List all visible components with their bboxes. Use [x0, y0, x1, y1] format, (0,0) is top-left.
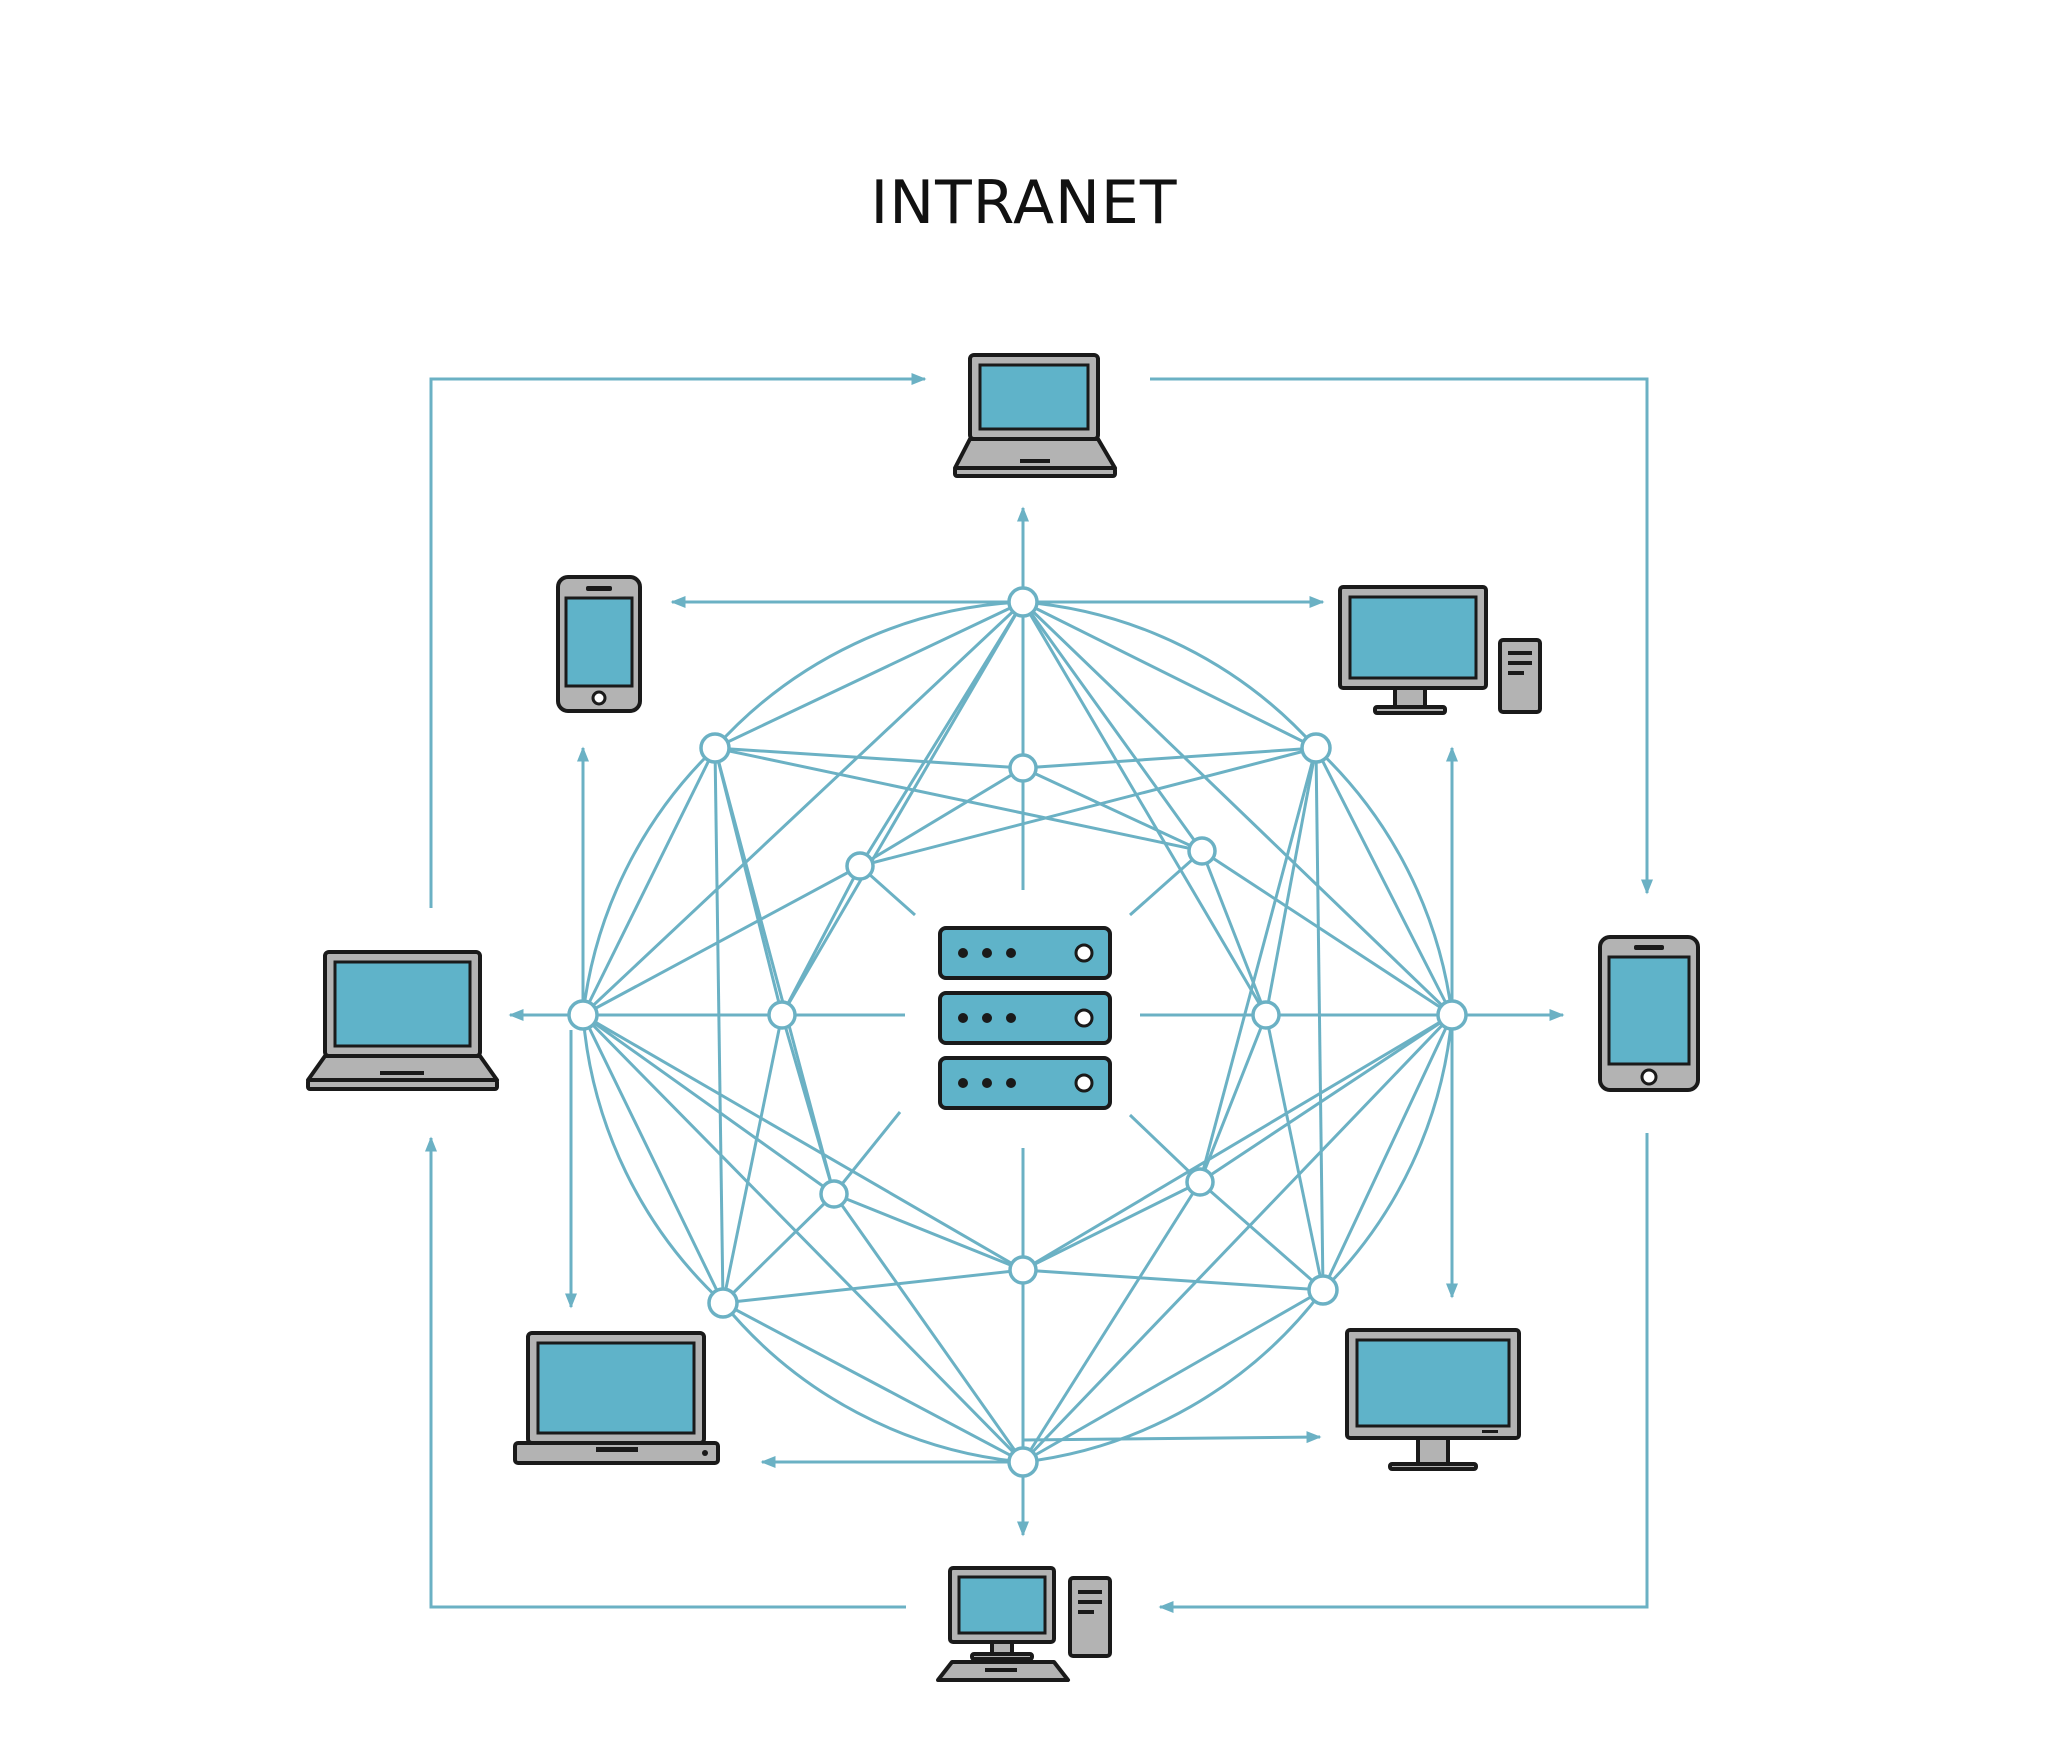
mesh-link	[714, 746, 1024, 770]
mesh-link	[1022, 1288, 1324, 1464]
mesh-link	[1022, 746, 1317, 770]
mesh-link	[1201, 849, 1453, 1017]
mesh-arc	[581, 1014, 725, 1305]
server-spoke	[832, 1111, 902, 1195]
mesh-link	[858, 601, 1025, 867]
desktop-workstation-icon	[936, 1566, 1112, 1682]
laptop-icon	[513, 1331, 720, 1465]
mesh-link	[1022, 1180, 1201, 1272]
mesh-link	[780, 601, 1025, 1016]
mesh-node	[567, 999, 599, 1031]
mesh-link	[1198, 747, 1318, 1183]
mesh-link	[721, 1192, 836, 1305]
mesh-link	[1314, 747, 1325, 1291]
connection-arrow	[429, 373, 927, 908]
mesh-link	[722, 1268, 1024, 1305]
mesh-node	[1008, 753, 1038, 783]
mesh-link	[1321, 1014, 1454, 1291]
mesh-link	[582, 1013, 835, 1196]
connection-arrows	[425, 373, 1653, 1613]
mesh-node	[1300, 732, 1332, 764]
server-spoke	[1128, 1113, 1202, 1184]
laptop-icon	[953, 353, 1117, 478]
tablet-icon	[1598, 935, 1700, 1092]
mesh-node	[767, 1000, 797, 1030]
mesh-link	[1021, 1181, 1202, 1463]
mesh-link	[859, 746, 1317, 868]
mesh-node	[1436, 999, 1468, 1031]
mesh-link	[1022, 766, 1203, 853]
mesh-link	[780, 1014, 836, 1195]
mesh-node	[1307, 1274, 1339, 1306]
desktop-computer-icon	[1338, 585, 1542, 715]
mesh-link	[1022, 1268, 1324, 1292]
mesh-arc	[1321, 1014, 1454, 1292]
mesh-link	[1200, 850, 1268, 1016]
mesh-link	[832, 1193, 1025, 1463]
server-rack-icon	[938, 926, 1112, 1110]
mesh-node	[707, 1287, 739, 1319]
mesh-node	[819, 1179, 849, 1209]
mesh-link	[581, 747, 717, 1016]
mesh-link	[1199, 1013, 1453, 1184]
connection-arrow	[1022, 1431, 1322, 1444]
mesh-link	[581, 1014, 725, 1304]
smartphone-icon	[556, 575, 642, 713]
mesh-arc	[1022, 1289, 1325, 1464]
mesh-link	[1314, 747, 1454, 1016]
mesh-arc	[721, 1302, 1024, 1464]
connection-arrow	[425, 1136, 906, 1609]
mesh-arc	[713, 600, 1024, 750]
mesh-node	[1007, 586, 1039, 618]
mesh-link	[581, 600, 1025, 1017]
mesh-link	[714, 746, 1203, 853]
mesh-link	[721, 1014, 784, 1304]
mesh-link	[1198, 1014, 1268, 1183]
mesh-link	[1264, 747, 1318, 1016]
mesh-node	[699, 732, 731, 764]
mesh-nodes	[567, 586, 1468, 1478]
mesh-link	[1021, 601, 1268, 1016]
mesh-links	[581, 600, 1454, 1464]
mesh-link	[722, 1301, 1024, 1464]
mesh-link	[833, 1192, 1024, 1272]
mesh-node	[1185, 1167, 1215, 1197]
mesh-link	[713, 747, 725, 1304]
mesh-node	[1187, 836, 1217, 866]
mesh-arc	[1314, 746, 1454, 1016]
connection-arrow	[1158, 1133, 1649, 1613]
mesh-link	[1264, 1014, 1325, 1291]
mesh-arc	[581, 746, 717, 1016]
mesh-link	[780, 865, 862, 1016]
monitor-icon	[1345, 1328, 1521, 1471]
diagram-title: INTRANET	[870, 168, 1178, 238]
mesh-node	[1008, 1255, 1038, 1285]
mesh-link	[1021, 1013, 1454, 1464]
laptop-icon	[306, 950, 499, 1091]
mesh-link	[582, 1013, 1024, 1272]
mesh-link	[581, 1013, 1025, 1464]
server-spoke	[1129, 849, 1203, 917]
connection-arrow	[1150, 377, 1653, 895]
mesh-link	[1022, 1013, 1453, 1272]
mesh-node	[1007, 1446, 1039, 1478]
mesh-link	[1021, 600, 1454, 1017]
mesh-link	[1199, 1180, 1324, 1292]
mesh-link	[1022, 600, 1317, 750]
mesh-node	[845, 851, 875, 881]
mesh-link	[714, 600, 1024, 750]
mesh-link	[859, 766, 1024, 868]
mesh-link	[713, 747, 836, 1195]
mesh-arc	[1022, 600, 1318, 749]
mesh-link	[1021, 601, 1204, 852]
mesh-node	[1251, 1000, 1281, 1030]
mesh-link	[582, 864, 861, 1017]
